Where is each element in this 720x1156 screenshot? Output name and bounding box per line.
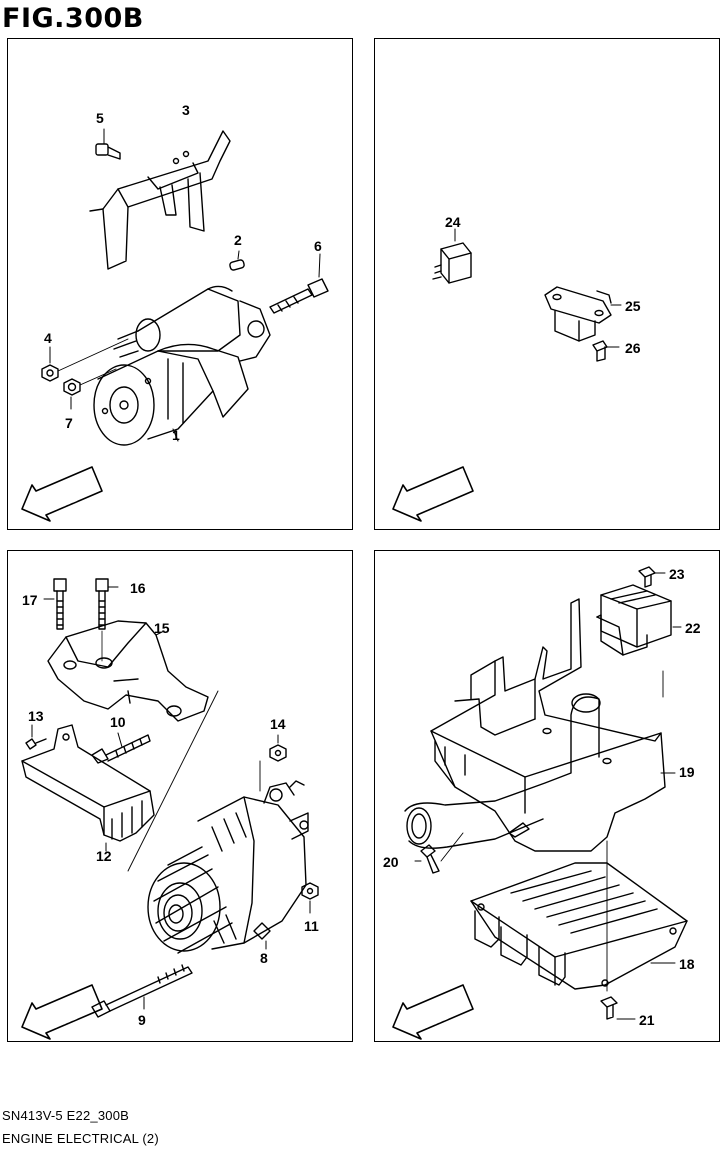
starter-diagram: 3 5 2 6 4 7 1 FWD <box>21 102 329 522</box>
ecm-bracket-drawing <box>430 598 676 852</box>
alternator-diagram: 17 16 15 13 10 14 12 11 8 9 FWD <box>21 578 319 1040</box>
callout-25: 25 <box>625 298 641 314</box>
callout-8: 8 <box>260 950 268 966</box>
starter-motor-drawing <box>93 285 271 446</box>
callout-1: 1 <box>172 427 180 443</box>
figure-title: FIG.300B <box>2 3 144 34</box>
panel-relays: 24 25 26 FWD <box>374 38 720 530</box>
callout-15: 15 <box>154 620 170 636</box>
ecm-unit-drawing <box>470 862 688 990</box>
bolt-13-drawing <box>25 724 47 750</box>
callout-3: 3 <box>182 102 190 118</box>
callout-19: 19 <box>679 764 695 780</box>
callout-24: 24 <box>445 214 461 230</box>
footer-code: SN413V-5 E22_300B <box>2 1108 129 1123</box>
callout-12: 12 <box>96 848 112 864</box>
fwd-arrow-icon <box>21 466 103 522</box>
callout-7: 7 <box>65 415 73 431</box>
pin-2-drawing <box>229 250 245 271</box>
bolt-23-drawing <box>638 566 666 588</box>
callout-9: 9 <box>138 1012 146 1028</box>
bolt-5-drawing <box>95 128 121 160</box>
panel-ecm: 23 22 19 20 18 21 FWD <box>374 550 720 1042</box>
starter-bracket-drawing <box>89 130 231 270</box>
callout-5: 5 <box>96 110 104 126</box>
bolt-9-drawing <box>91 964 193 1018</box>
callout-26: 26 <box>625 340 641 356</box>
nut-11-drawing <box>301 882 319 914</box>
callout-14: 14 <box>270 716 286 732</box>
fwd-arrow-icon <box>21 984 103 1040</box>
plate-12-drawing <box>21 724 155 852</box>
callout-22: 22 <box>685 620 701 636</box>
panel-alternator: 17 16 15 13 10 14 12 11 8 9 FWD <box>7 550 353 1042</box>
callout-13: 13 <box>28 708 44 724</box>
callout-11: 11 <box>304 918 319 934</box>
footer-name: ENGINE ELECTRICAL (2) <box>2 1131 159 1146</box>
callout-20: 20 <box>383 854 399 870</box>
fwd-label: FWD <box>51 1007 82 1031</box>
panel-starter: 3 5 2 6 4 7 1 FWD <box>7 38 353 530</box>
alternator-bracket-drawing <box>47 620 209 722</box>
callout-16: 16 <box>130 580 146 596</box>
bolt-10-drawing <box>91 732 151 764</box>
callout-21: 21 <box>639 1012 655 1028</box>
nuts-drawing <box>41 338 129 410</box>
bolt-6-drawing <box>269 253 329 314</box>
fwd-label: FWD <box>422 489 453 513</box>
nut-14-drawing <box>269 734 287 762</box>
module-22-drawing <box>596 584 682 656</box>
relay-25-drawing <box>544 286 622 342</box>
callout-4: 4 <box>44 330 52 346</box>
ecm-diagram: 23 22 19 20 18 21 FWD <box>383 566 701 1040</box>
alternator-drawing <box>147 780 309 954</box>
bolt-20-drawing <box>414 822 530 874</box>
callout-10: 10 <box>110 714 126 730</box>
callout-2: 2 <box>234 232 242 248</box>
relay-24-drawing <box>432 228 472 284</box>
bolt-21-drawing <box>600 996 636 1020</box>
callout-23: 23 <box>669 566 685 582</box>
bolts-16-17-drawing <box>43 578 119 662</box>
callout-17: 17 <box>22 592 38 608</box>
relay-diagram: 24 25 26 FWD <box>392 214 641 522</box>
pipe-drawing <box>404 693 601 849</box>
fwd-arrow-icon <box>392 466 474 522</box>
fwd-label: FWD <box>422 1007 453 1031</box>
callout-18: 18 <box>679 956 695 972</box>
callout-6: 6 <box>314 238 322 254</box>
fwd-label: FWD <box>51 489 82 513</box>
bolt-26-drawing <box>592 340 620 362</box>
fwd-arrow-icon <box>392 984 474 1040</box>
